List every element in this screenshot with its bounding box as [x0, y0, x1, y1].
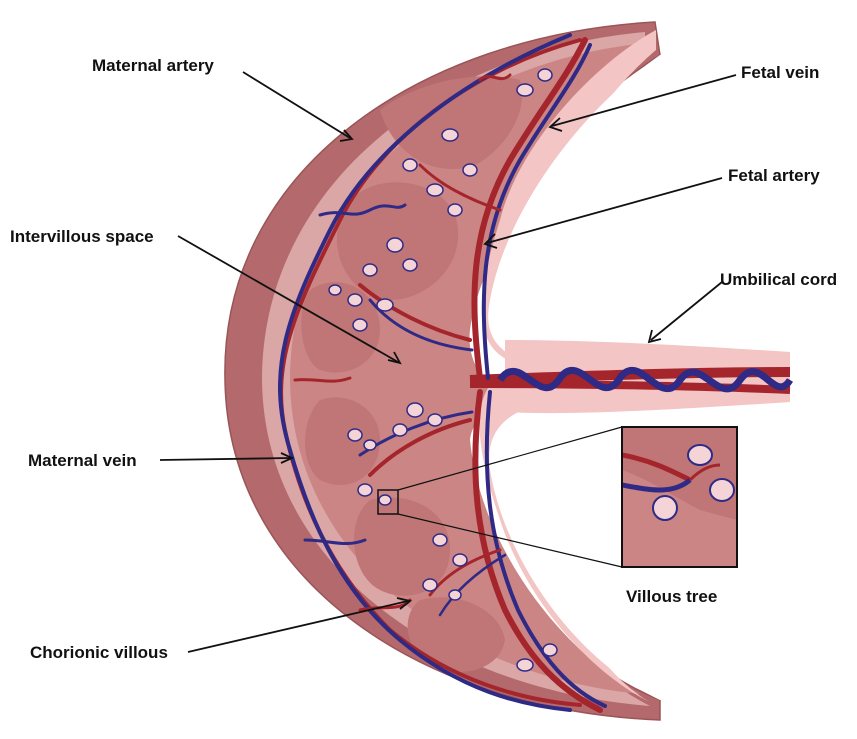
- label-villous-tree: Villous tree: [626, 587, 717, 606]
- label-chorionic-villous: Chorionic villous: [30, 643, 168, 662]
- label-maternal-vein: Maternal vein: [28, 451, 137, 470]
- label-intervillous-space: Intervillous space: [10, 227, 154, 246]
- label-maternal-artery: Maternal artery: [92, 56, 214, 75]
- label-fetal-vein: Fetal vein: [741, 63, 819, 82]
- label-fetal-artery: Fetal artery: [728, 166, 820, 185]
- villous-tree-inset: [622, 427, 737, 567]
- label-umbilical-cord: Umbilical cord: [720, 270, 837, 289]
